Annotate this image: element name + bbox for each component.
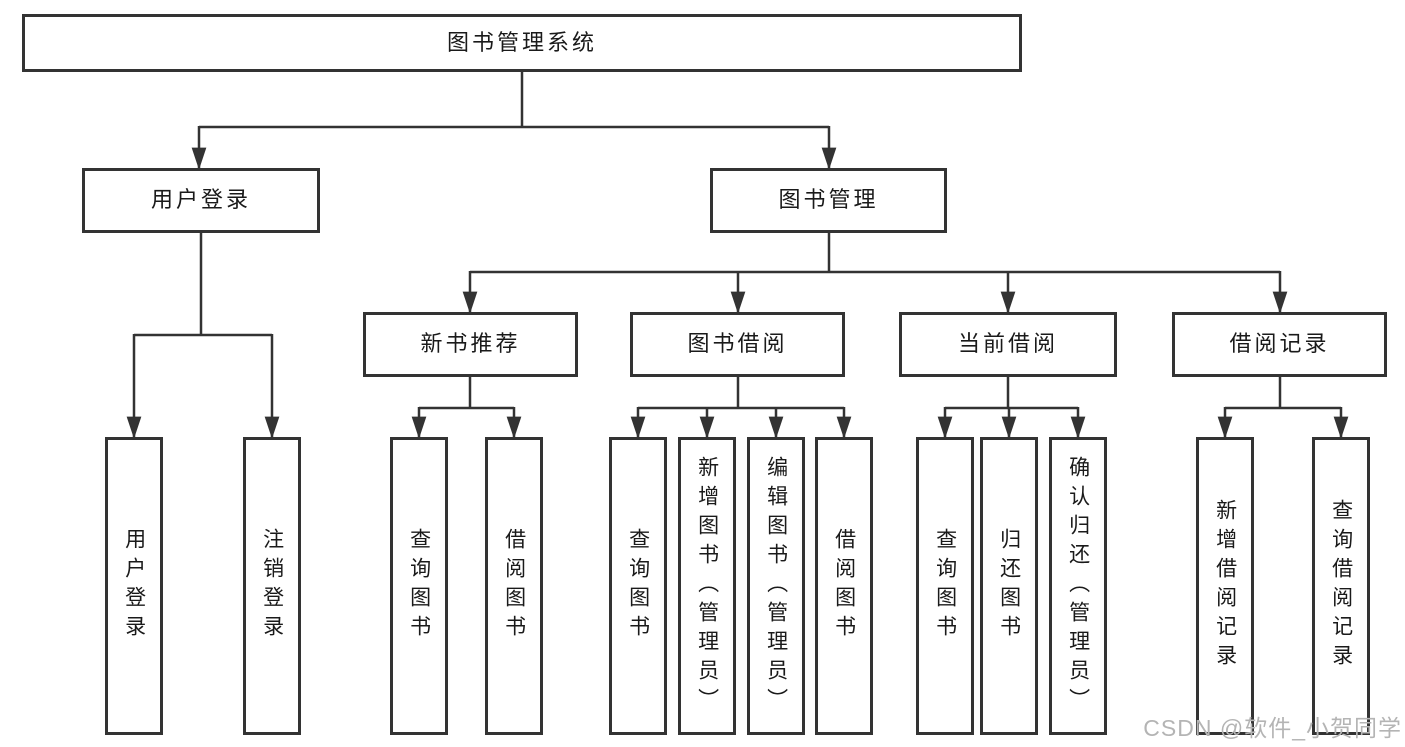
node-new-book-recommend: 新书推荐 (363, 312, 578, 377)
leaf-add-book-admin: 新增图书（管理员） (678, 437, 736, 735)
leaf-confirm-return-admin: 确认归还（管理员） (1049, 437, 1107, 735)
leaf-borrow-books: 借阅图书 (815, 437, 873, 735)
node-book-borrowing: 图书借阅 (630, 312, 845, 377)
node-current-borrowing: 当前借阅 (899, 312, 1117, 377)
leaf-user-login: 用户登录 (105, 437, 163, 735)
leaf-edit-book-admin: 编辑图书（管理员） (747, 437, 805, 735)
csdn-watermark: CSDN @软件_小贺同学 (1143, 715, 1402, 741)
node-borrowing-records: 借阅记录 (1172, 312, 1387, 377)
node-book-management: 图书管理 (710, 168, 947, 233)
leaf-query-borrow-record: 查询借阅记录 (1312, 437, 1370, 735)
node-user-login: 用户登录 (82, 168, 320, 233)
leaf-query-books-recommend: 查询图书 (390, 437, 448, 735)
node-root-system: 图书管理系统 (22, 14, 1022, 72)
leaf-add-borrow-record: 新增借阅记录 (1196, 437, 1254, 735)
leaf-borrow-books-recommend: 借阅图书 (485, 437, 543, 735)
leaf-logout: 注销登录 (243, 437, 301, 735)
leaf-query-books-current: 查询图书 (916, 437, 974, 735)
leaf-return-book: 归还图书 (980, 437, 1038, 735)
leaf-query-books-borrow: 查询图书 (609, 437, 667, 735)
